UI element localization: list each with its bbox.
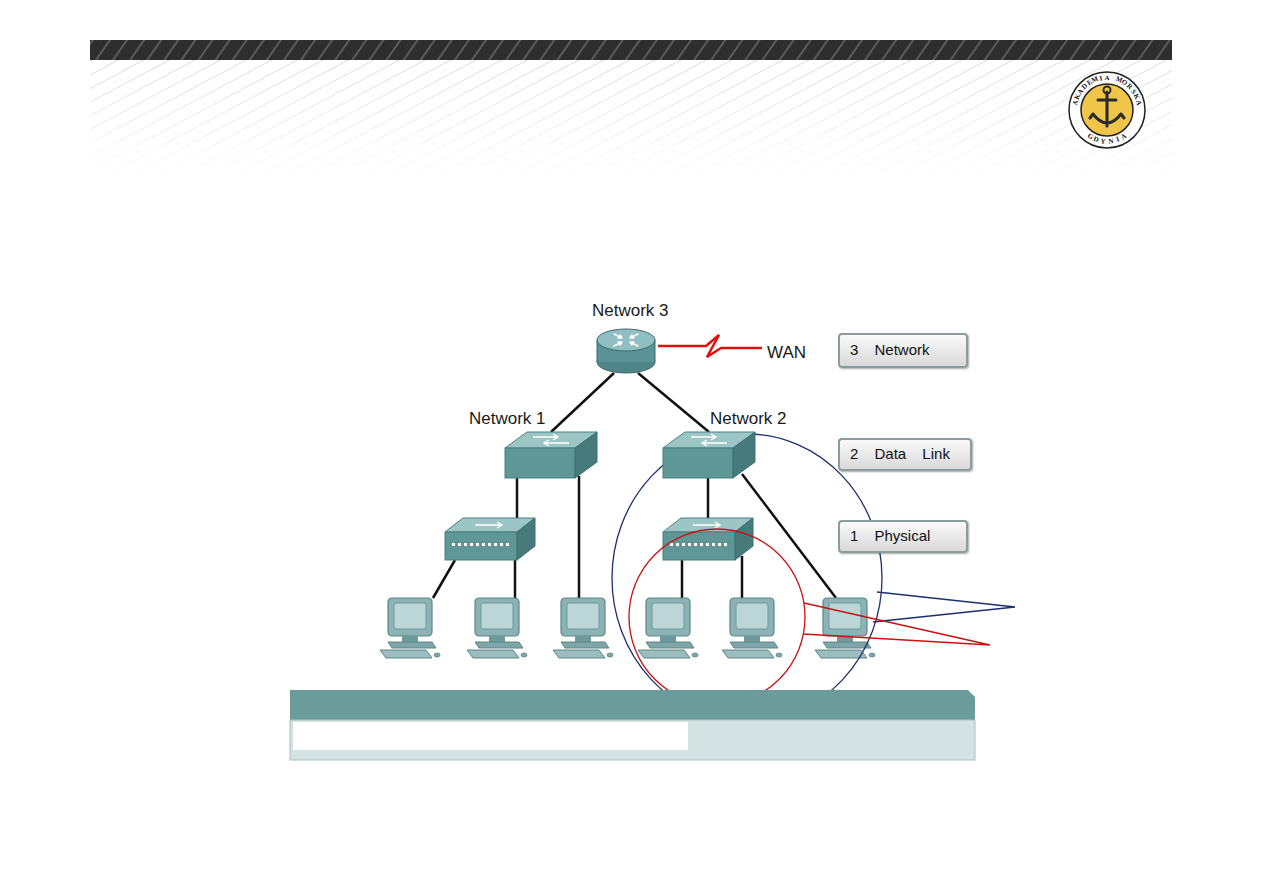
data-link-callout (873, 592, 1015, 622)
bottom-band (290, 690, 975, 720)
physical-callout (803, 603, 990, 645)
header-bar (90, 40, 1172, 60)
bottom-field (293, 722, 688, 750)
network-label: Network 2 (710, 410, 787, 429)
pc-icon (722, 598, 782, 658)
network-label: Network 1 (469, 410, 546, 429)
router-node: Network 3 (596, 328, 656, 374)
switch-icon (505, 432, 597, 478)
lan-cables (433, 474, 836, 598)
router-icon (596, 328, 656, 374)
bottom-panel (290, 720, 975, 760)
layer-label: 2 Data Link (840, 446, 950, 463)
layer-label: 3 Network (840, 342, 930, 359)
header-stripes (90, 60, 1172, 186)
pc-icon (553, 598, 613, 658)
switch-icon (663, 432, 755, 478)
hub-icon (445, 518, 535, 560)
switch-node: Network 2 (663, 432, 755, 478)
pc-icon (467, 598, 527, 658)
network-link (551, 373, 614, 432)
data-link-scope (612, 434, 882, 722)
pc-icon (380, 598, 440, 658)
layer-label: 1 Physical (840, 528, 930, 545)
layer-box: 1 Physical (838, 520, 968, 553)
wan-link (658, 335, 762, 357)
switch-node: Network 1 (505, 432, 597, 478)
pc-icon (638, 598, 698, 658)
link-label: WAN (767, 344, 806, 363)
layer-box: 2 Data Link (838, 438, 972, 471)
physical-scope (629, 529, 805, 705)
network-link (638, 373, 709, 432)
network-label: Network 3 (592, 302, 669, 321)
layer-box: 3 Network (838, 333, 968, 368)
academy-logo (1069, 72, 1145, 148)
